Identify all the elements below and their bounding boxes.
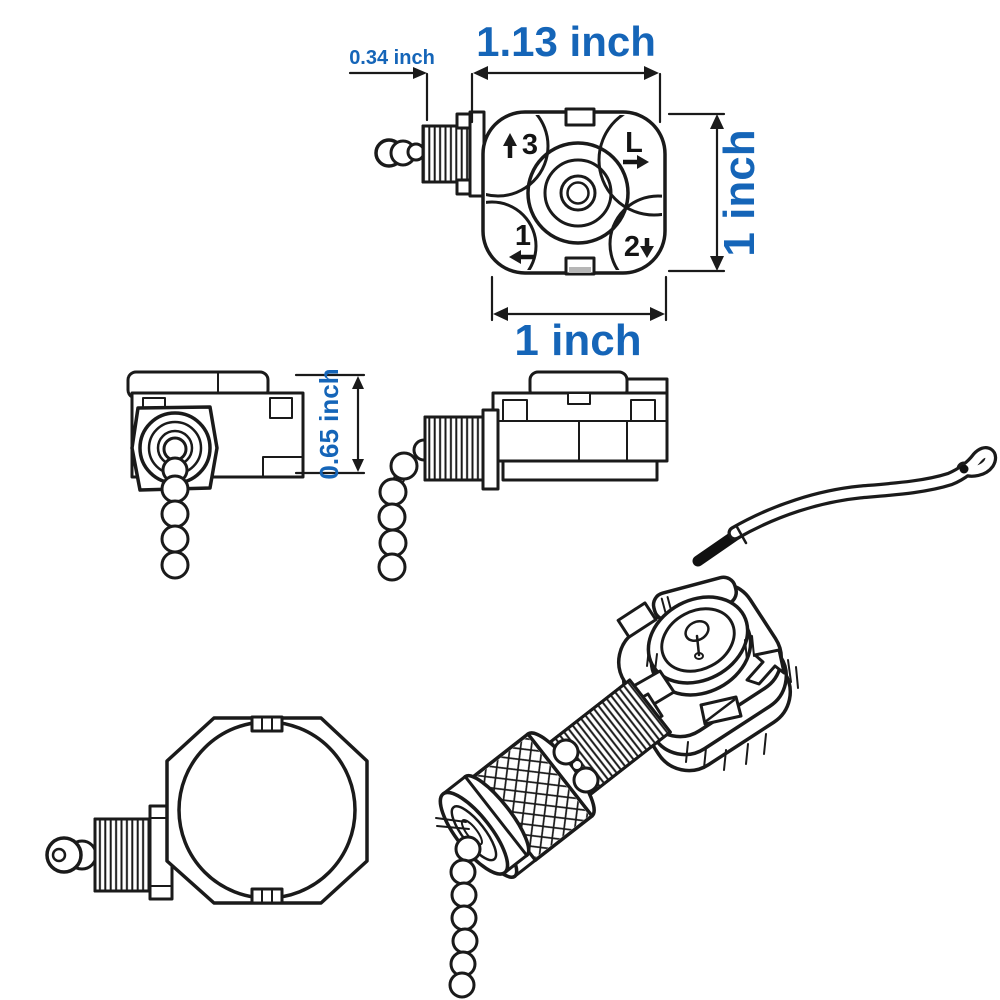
top-tab [250,715,284,733]
side-tab-3d [616,601,658,639]
cam-lobes [486,115,662,270]
loose-chain-balls [552,738,600,794]
body-width-label: 1 inch [514,316,641,365]
front-view [45,715,369,905]
terminal-3-label: 3 [522,129,538,161]
dimension-body-width: 1 inch [490,275,668,365]
chain-connector [374,138,426,168]
front-port [699,695,743,726]
body-height-label: 1 inch [715,129,764,256]
dimension-overall-width: 1.13 inch [470,18,662,124]
dimension-body-height: 1 inch [667,112,764,273]
terminal-labels: 3 L 1 2 [503,127,654,264]
top-tab [564,107,596,127]
bottom-tab [250,887,284,905]
rotor-boss [646,595,753,697]
switch-body-front [165,716,369,905]
top-view: 3 L 1 2 [374,107,667,276]
left-arrow-icon [509,250,535,264]
wire-tip [959,464,969,474]
body-depth-label: 0.65 inch [314,368,344,479]
down-arrow-icon [640,238,654,258]
dimension-body-depth: 0.65 inch [294,368,366,480]
pull-chain-3d [448,835,482,999]
hatch-lines [615,635,799,771]
dimension-thread-length: 0.34 inch [348,47,435,122]
arrow-notch [745,648,786,686]
right-arrow-icon [623,155,649,169]
thread-length-label: 0.34 inch [349,47,435,69]
end-view [126,370,305,580]
pull-chain [377,451,419,582]
terminal-2-label: 2 [624,231,640,263]
switch-body-top [481,107,667,276]
perspective-view [435,575,799,999]
overall-width-label: 1.13 inch [476,18,656,65]
up-arrow-icon [503,133,517,158]
lead-wire [692,446,998,567]
pull-chain [160,474,190,580]
threaded-stem [421,124,472,184]
terminal-1-label: 1 [515,220,531,252]
side-view [377,370,669,582]
terminal-l-label: L [625,127,643,159]
threaded-stem [423,408,500,491]
threaded-stem [93,804,174,901]
